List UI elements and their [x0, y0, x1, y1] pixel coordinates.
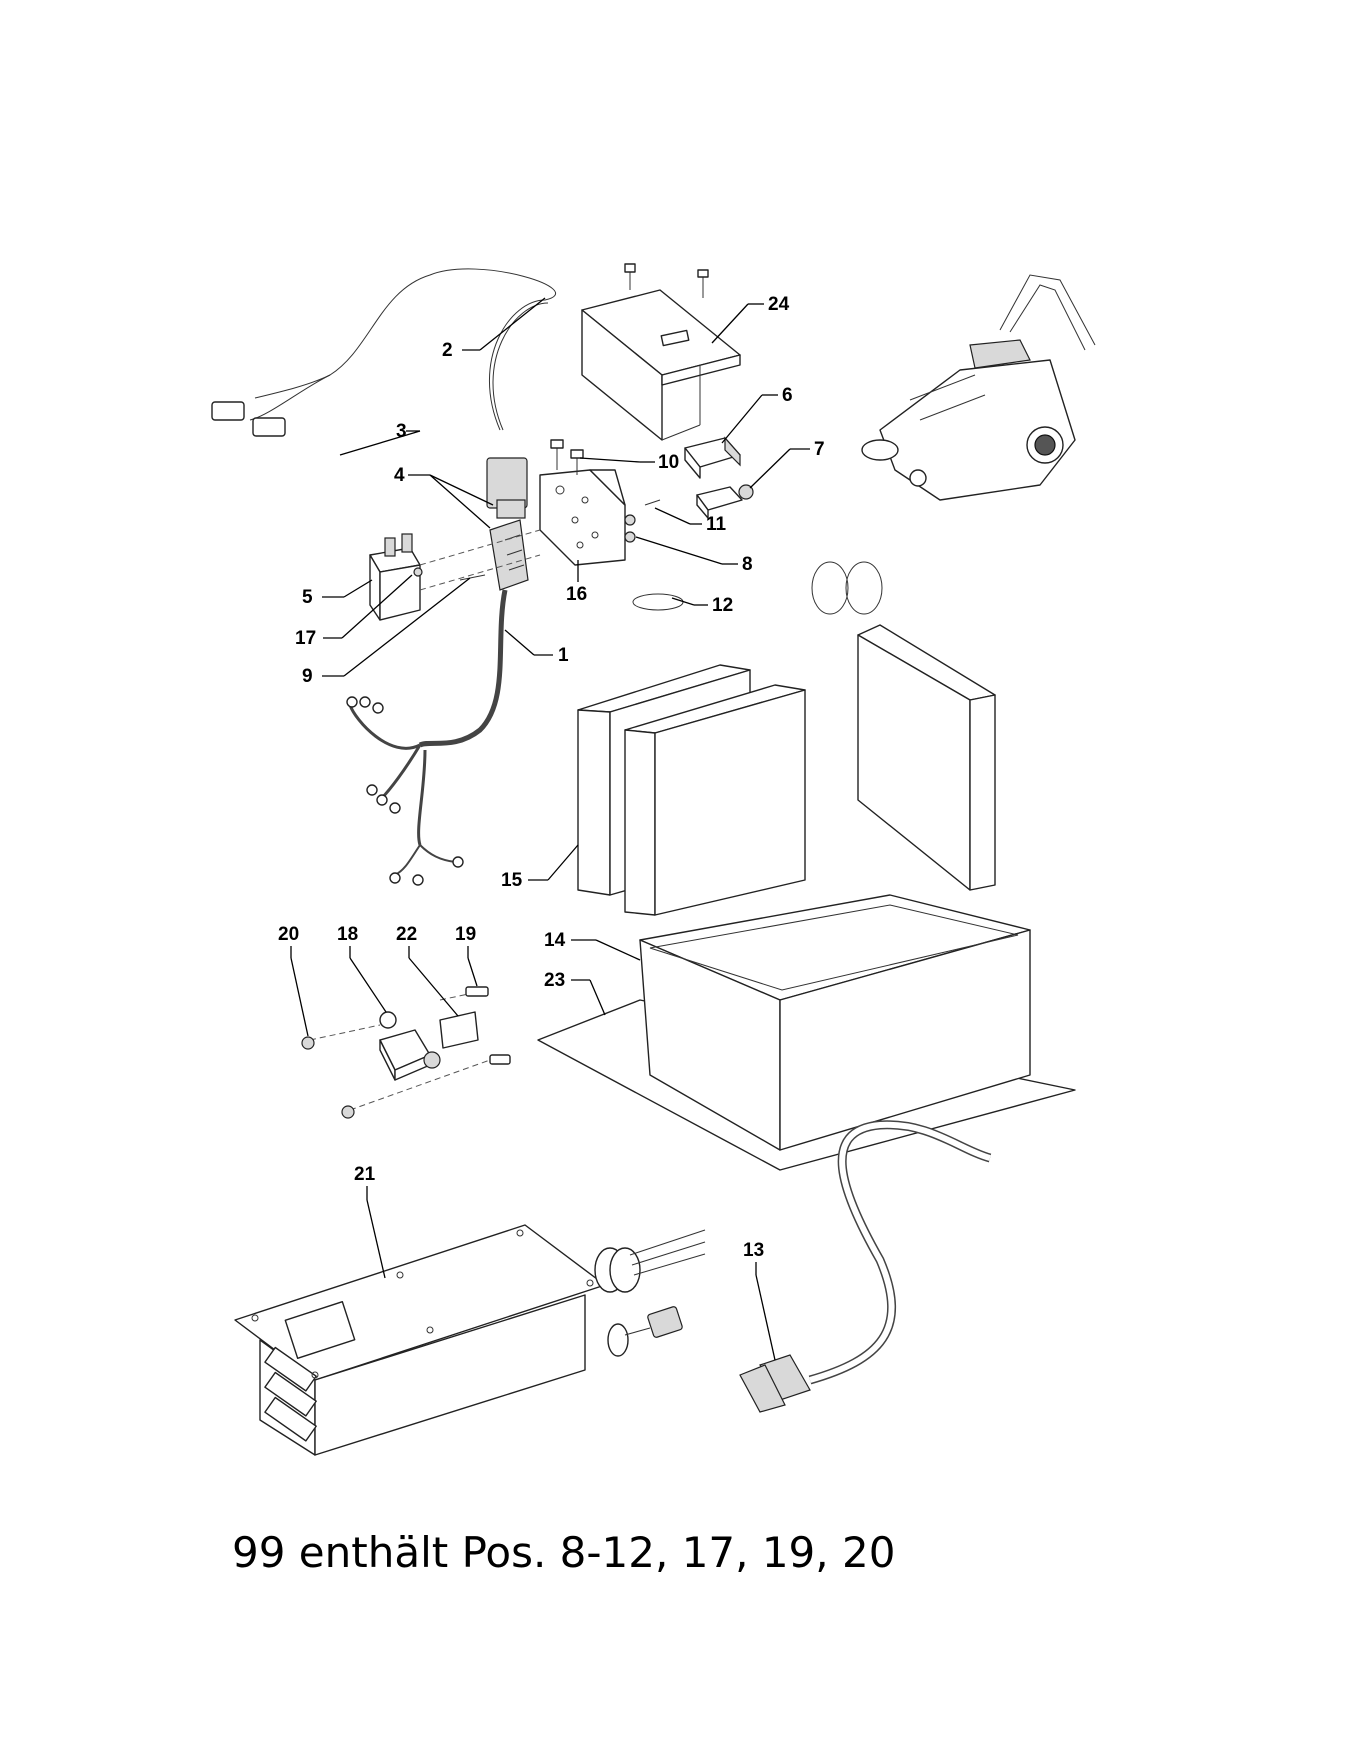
- part-battery-tray: [639, 894, 1031, 1151]
- part-bracket-assembly: [301, 986, 511, 1119]
- part-switch-7: [696, 484, 754, 519]
- callout-6: 6: [782, 385, 793, 406]
- callout-21: 21: [354, 1164, 376, 1185]
- callout-2: 2: [442, 340, 453, 361]
- callout-3: 3: [396, 421, 407, 442]
- part-cable-tie: [632, 561, 883, 615]
- callout-5: 5: [302, 587, 313, 608]
- callout-labels: 2 24 3 6 7 4 10 11 8 12 5 16 17 1 9 15 2…: [278, 294, 825, 1261]
- callout-22: 22: [396, 924, 417, 945]
- part-connector-4: [489, 519, 529, 591]
- footer-note: 99 enthält Pos. 8-12, 17, 19, 20: [232, 1528, 896, 1577]
- callout-11: 11: [706, 514, 727, 535]
- callout-20: 20: [278, 924, 299, 945]
- machine-thumbnail: [861, 274, 1096, 501]
- callout-18: 18: [337, 924, 358, 945]
- callout-14: 14: [544, 930, 566, 951]
- part-switch-6: [684, 436, 741, 479]
- callout-17: 17: [295, 628, 316, 649]
- part-charger: [234, 1224, 706, 1456]
- callout-9: 9: [302, 666, 313, 687]
- part-contactor: [369, 529, 541, 621]
- callout-10: 10: [658, 452, 679, 473]
- callout-15: 15: [501, 870, 523, 891]
- callout-23: 23: [544, 970, 565, 991]
- callout-19: 19: [455, 924, 476, 945]
- callout-8: 8: [742, 554, 753, 575]
- callout-1: 1: [558, 645, 569, 666]
- part-wiring-harness-upper: [211, 268, 556, 519]
- part-main-cable: [346, 589, 508, 886]
- callout-24: 24: [768, 294, 790, 315]
- callout-13: 13: [743, 1240, 764, 1261]
- callout-7: 7: [814, 439, 825, 460]
- part-battery-block: [577, 624, 996, 916]
- part-cover-box: [581, 263, 741, 441]
- callout-12: 12: [712, 595, 733, 616]
- callout-16: 16: [566, 584, 587, 605]
- part-mains-cable: [739, 1120, 992, 1413]
- leader-lines: [290, 297, 810, 1361]
- callout-4: 4: [394, 465, 405, 486]
